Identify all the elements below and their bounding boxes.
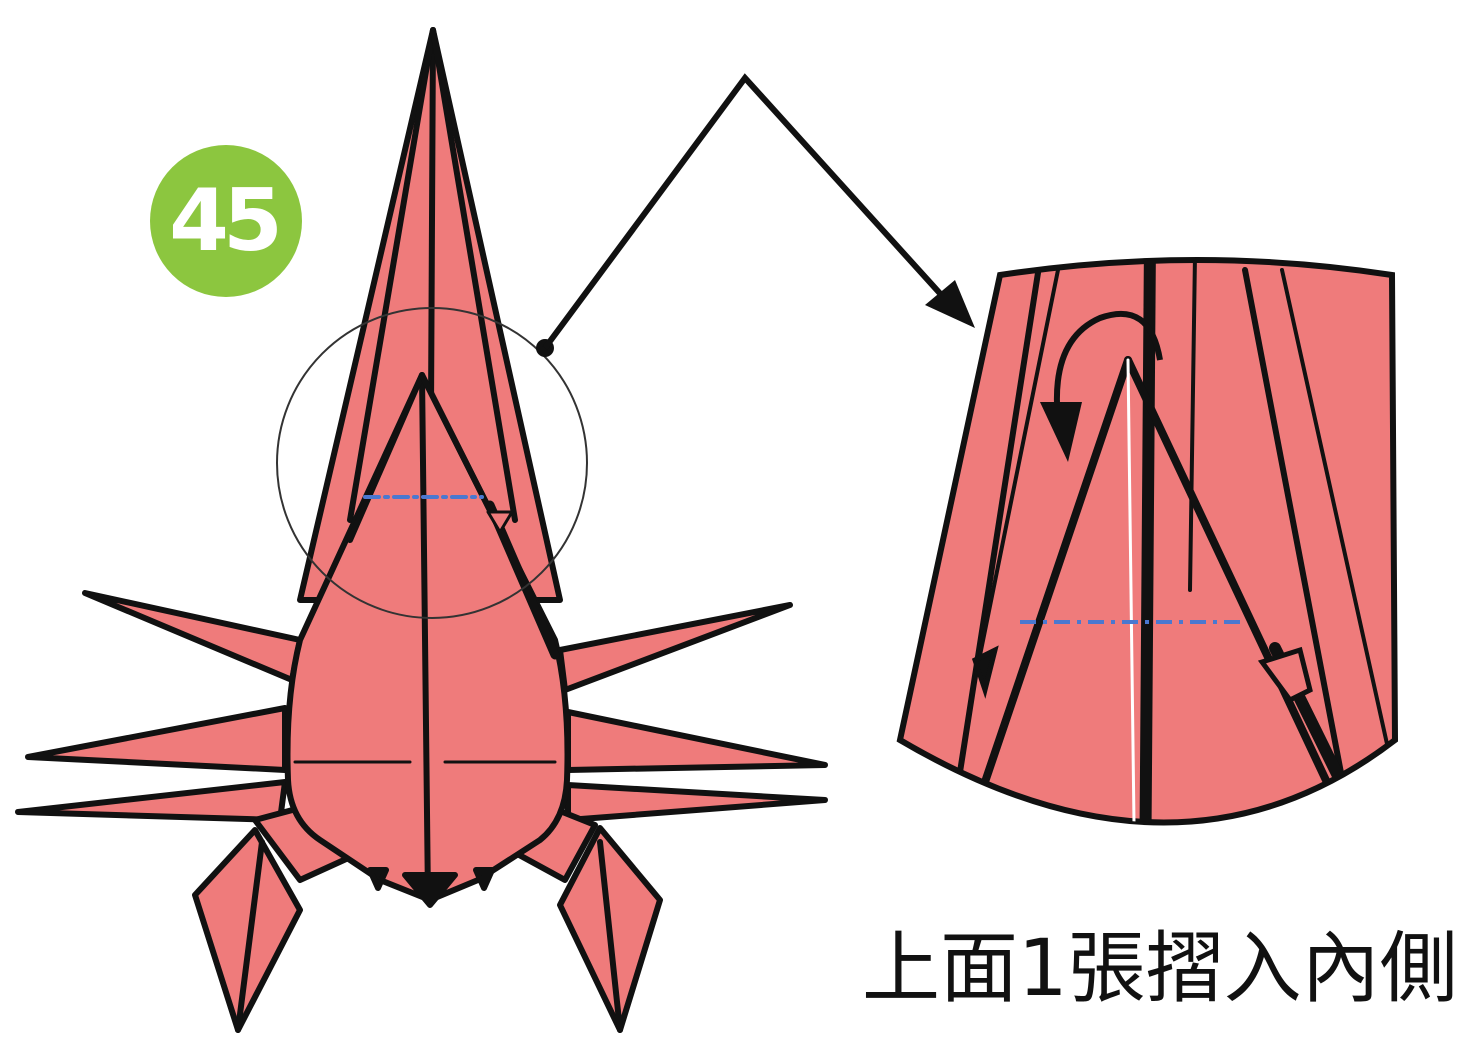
zoom-circle bbox=[276, 307, 588, 619]
fold-arrow bbox=[1040, 310, 1163, 462]
fold-marker bbox=[486, 510, 514, 534]
left-legs bbox=[15, 590, 303, 823]
step-badge: 45 bbox=[150, 145, 302, 297]
shrimp-model bbox=[15, 27, 828, 1033]
diagram-canvas bbox=[15, 27, 1399, 1033]
push-arrow bbox=[971, 645, 1313, 704]
instruction-text: 上面1張摺入內側 bbox=[862, 924, 1458, 1014]
step-number: 45 bbox=[169, 171, 283, 271]
body bbox=[284, 372, 571, 908]
callout-arrow bbox=[536, 73, 975, 357]
right-legs bbox=[557, 602, 828, 823]
detail-view bbox=[896, 257, 1399, 826]
